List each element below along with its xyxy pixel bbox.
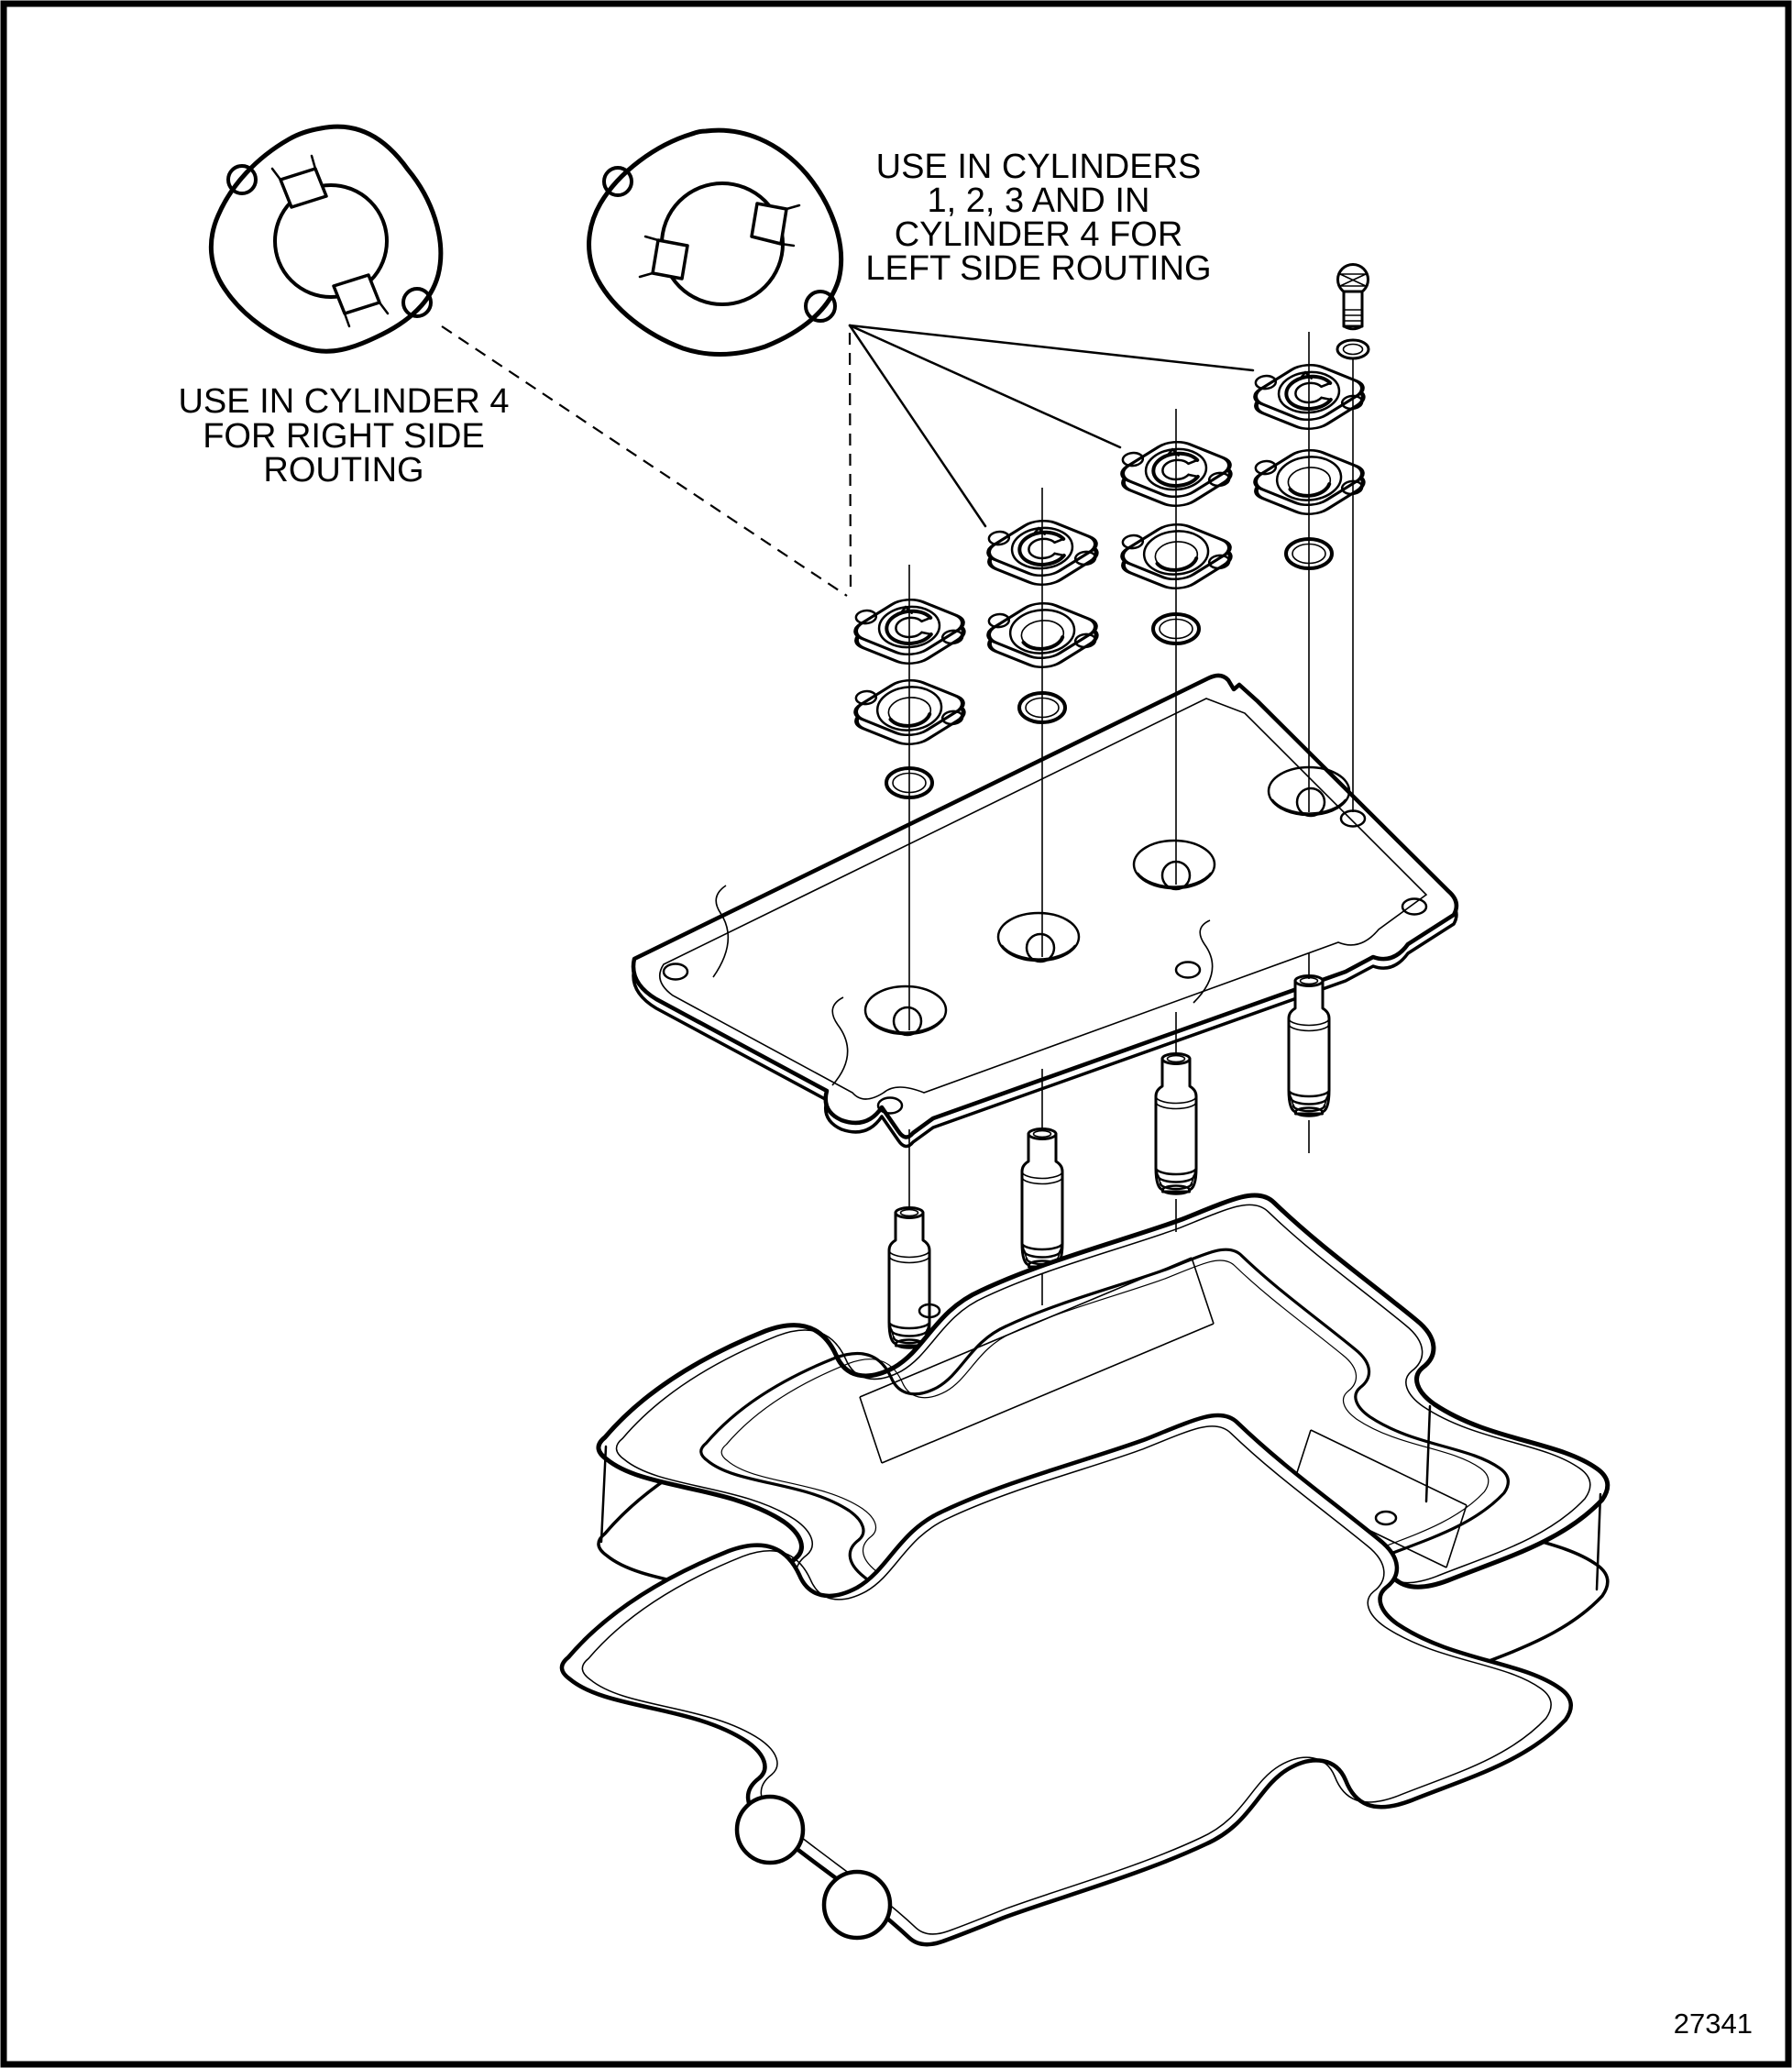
valve-cover-top-plate — [631, 673, 1459, 1149]
leader-lines — [441, 324, 1255, 597]
leader-line-solid — [848, 324, 987, 528]
assembly-center-lines — [908, 332, 1354, 1305]
grommet-opening — [273, 183, 389, 299]
plate-contour — [1193, 919, 1214, 1004]
callout-line: CYLINDER 4 FOR — [895, 215, 1183, 254]
grommet-plate-right-routing — [208, 124, 444, 354]
gasket-notch — [821, 1869, 893, 1941]
bolt-hole — [1374, 1510, 1398, 1526]
callout-line: FOR RIGHT SIDE — [203, 417, 485, 456]
leader-line-dashed — [441, 325, 848, 597]
valve-cover-gasket — [559, 1413, 1573, 1947]
figure-number: 27341 — [1674, 2008, 1753, 2040]
spark-plug-tube — [1020, 1128, 1064, 1270]
gasket-notch — [734, 1794, 806, 1865]
spark-plug-tube — [1154, 1052, 1198, 1195]
grommet-plate-left-routing — [587, 127, 844, 357]
leader-line-dashed — [848, 332, 852, 595]
callout-line: USE IN CYLINDER 4 — [178, 382, 509, 421]
leader-line-solid — [848, 324, 1122, 449]
callout-line: USE IN CYLINDERS — [876, 148, 1202, 186]
bolt — [1336, 263, 1369, 331]
callout-line: ROUTING — [263, 451, 423, 490]
callout-line: LEFT SIDE ROUTING — [865, 249, 1211, 288]
plate-contour — [831, 996, 849, 1086]
leader-line-solid — [848, 324, 1255, 372]
clip-tab — [750, 202, 788, 246]
plate-contour — [712, 885, 730, 978]
bolt-hole — [876, 1096, 904, 1115]
spark-plug-tube — [887, 1206, 931, 1349]
bolt-hole — [401, 287, 433, 318]
gasket-inner-line — [581, 1425, 1552, 1935]
bolt-hole — [662, 962, 689, 981]
callout-line: 1, 2, 3 AND IN — [928, 182, 1150, 220]
bolt-hole — [602, 166, 633, 197]
spark-plug-tube — [1287, 974, 1331, 1117]
callout-left-side-routing: USE IN CYLINDERS 1, 2, 3 AND IN CYLINDER… — [865, 148, 1211, 288]
bolt-hole — [804, 290, 837, 323]
bolt-hole — [226, 164, 258, 195]
gasket-outline — [559, 1413, 1573, 1947]
bolt-shank — [1342, 290, 1364, 328]
bolt-hole — [918, 1303, 941, 1319]
bolt-hole — [1174, 961, 1202, 979]
callout-right-side-routing: USE IN CYLINDER 4 FOR RIGHT SIDE ROUTING — [178, 382, 509, 490]
bolt-hole — [1401, 897, 1428, 916]
bolt-washer — [1336, 338, 1370, 360]
clip-tab — [651, 238, 689, 280]
